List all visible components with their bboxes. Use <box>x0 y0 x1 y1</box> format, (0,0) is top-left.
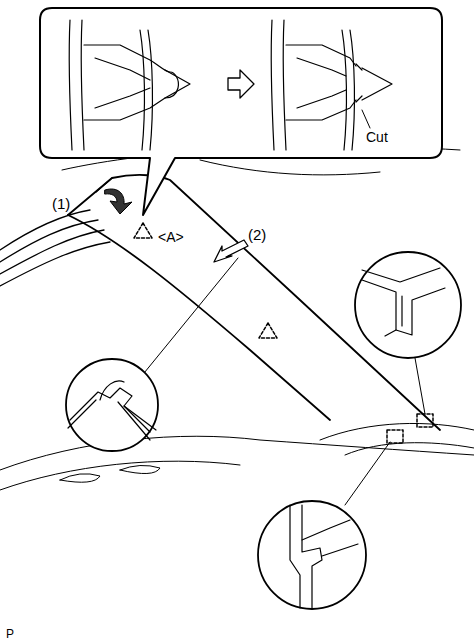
page-mark: P <box>6 628 14 640</box>
callout-label: (1) <box>52 196 70 211</box>
callout-label: (2) <box>248 227 266 242</box>
callout-label: <A> <box>158 230 184 244</box>
note-label: Cut <box>366 130 388 144</box>
